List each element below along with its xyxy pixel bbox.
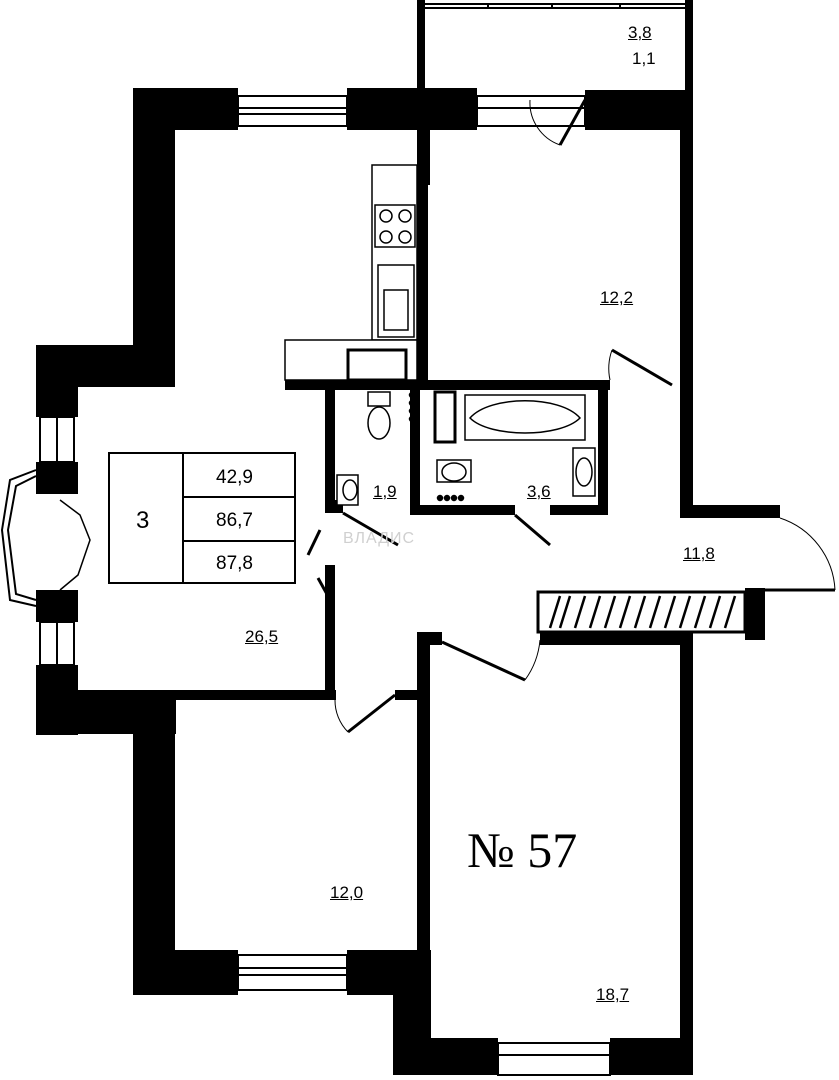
room-area-bedroom-sw: 12,0: [330, 883, 364, 902]
watermark: ВЛАДИС: [343, 530, 416, 547]
room-area-wc: 1,9: [373, 482, 397, 501]
room-area-balcony-coef: 1,1: [632, 49, 656, 68]
total-area-with-balcony: 87,8: [216, 553, 253, 574]
kitchen-counter: [284, 164, 418, 382]
wardrobe: [536, 590, 747, 634]
living-area: 42,9: [216, 467, 253, 488]
room-area-hall: 11,8: [683, 544, 715, 563]
windows: [0, 3, 685, 1076]
apartment-number: № 57: [467, 822, 578, 878]
rooms-count: 3: [136, 507, 150, 534]
room-area-bedroom-ne: 12,2: [600, 288, 634, 307]
room-area-balcony: 3,8: [628, 23, 652, 42]
walls: [36, 0, 780, 1075]
room-area-living-kitchen: 26,5: [245, 627, 279, 646]
area-summary-table: 3 42,9 86,7 87,8: [108, 452, 296, 584]
doors: [59, 99, 836, 734]
room-area-bedroom-se: 18,7: [596, 985, 630, 1004]
room-area-bathroom: 3,6: [527, 482, 551, 501]
bathroom-fixtures: [433, 390, 596, 502]
total-area: 86,7: [216, 510, 253, 531]
wc-fixtures: [336, 391, 416, 506]
